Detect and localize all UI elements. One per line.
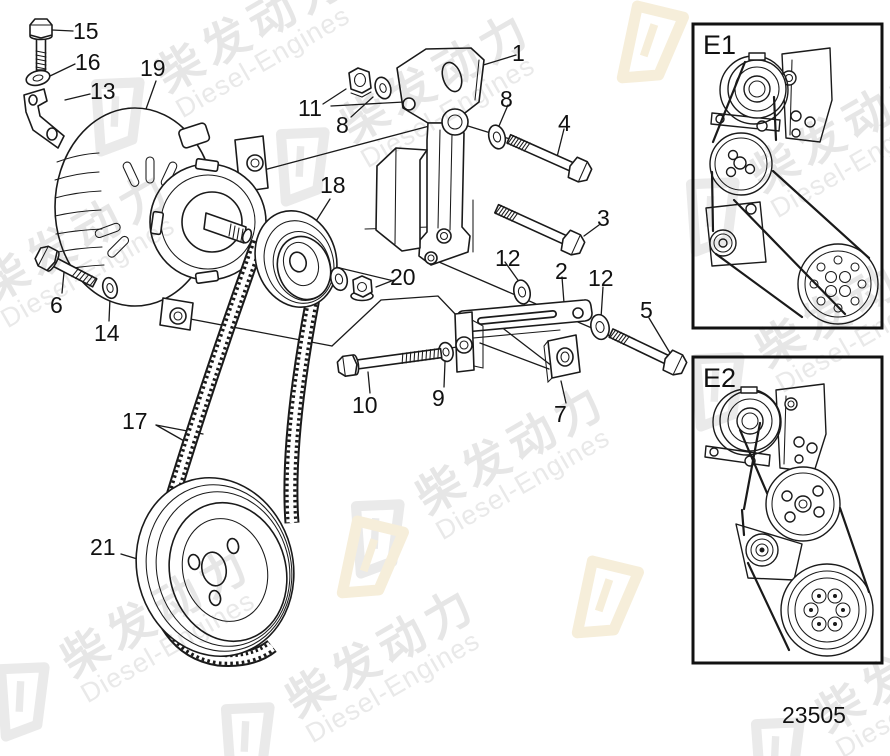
part-label-3: 3 — [597, 205, 610, 231]
part-label-11: 11 — [298, 95, 322, 121]
part-label-16: 16 — [75, 49, 101, 75]
part-label-12b: 12 — [588, 265, 614, 291]
inset-e1-title: E1 — [703, 30, 737, 60]
part-label-19: 19 — [140, 55, 166, 81]
bolt-6 — [34, 245, 98, 288]
washers-drawing — [25, 69, 610, 363]
part-label-10: 10 — [352, 392, 378, 418]
crank-pulley-drawing — [135, 476, 295, 658]
hex-nut-drawing — [348, 67, 372, 98]
part-label-14: 14 — [94, 320, 120, 346]
tensioner-arm-drawing — [454, 299, 593, 373]
part-label-7: 7 — [554, 401, 567, 427]
tensioner-block-drawing — [543, 334, 581, 384]
part-label-1: 1 — [512, 40, 525, 66]
small-bracket-drawing — [23, 88, 65, 149]
inset-e2-title: E2 — [703, 363, 737, 393]
bolt-10 — [336, 347, 443, 377]
bolt-4 — [506, 133, 593, 183]
part-label-4: 4 — [558, 110, 571, 136]
part-label-5: 5 — [640, 297, 653, 323]
part-label-21: 21 — [90, 534, 116, 560]
part-label-12a: 12 — [495, 245, 521, 271]
part-label-8b: 8 — [500, 86, 513, 112]
bolt-15 — [29, 18, 53, 71]
pulley-washer — [329, 266, 349, 292]
bolt-3 — [493, 203, 586, 256]
part-label-2: 2 — [555, 258, 568, 284]
mounting-bracket-drawing — [375, 47, 485, 266]
part-label-20: 20 — [390, 264, 416, 290]
part-label-13: 13 — [90, 78, 116, 104]
part-label-8a: 8 — [336, 112, 349, 138]
inset-e2 — [691, 355, 884, 665]
part-label-17: 17 — [122, 408, 148, 434]
alternator-pulley-drawing — [254, 209, 338, 309]
inset-e1 — [691, 22, 884, 330]
pulley-nut — [350, 275, 374, 302]
part-label-18: 18 — [320, 172, 346, 198]
alternator-drawing — [54, 107, 269, 331]
part-label-15: 15 — [73, 18, 99, 44]
part-label-6: 6 — [50, 292, 63, 318]
drawing-number: 23505 — [782, 702, 846, 728]
bolt-5 — [608, 328, 688, 376]
part-label-9: 9 — [432, 385, 445, 411]
